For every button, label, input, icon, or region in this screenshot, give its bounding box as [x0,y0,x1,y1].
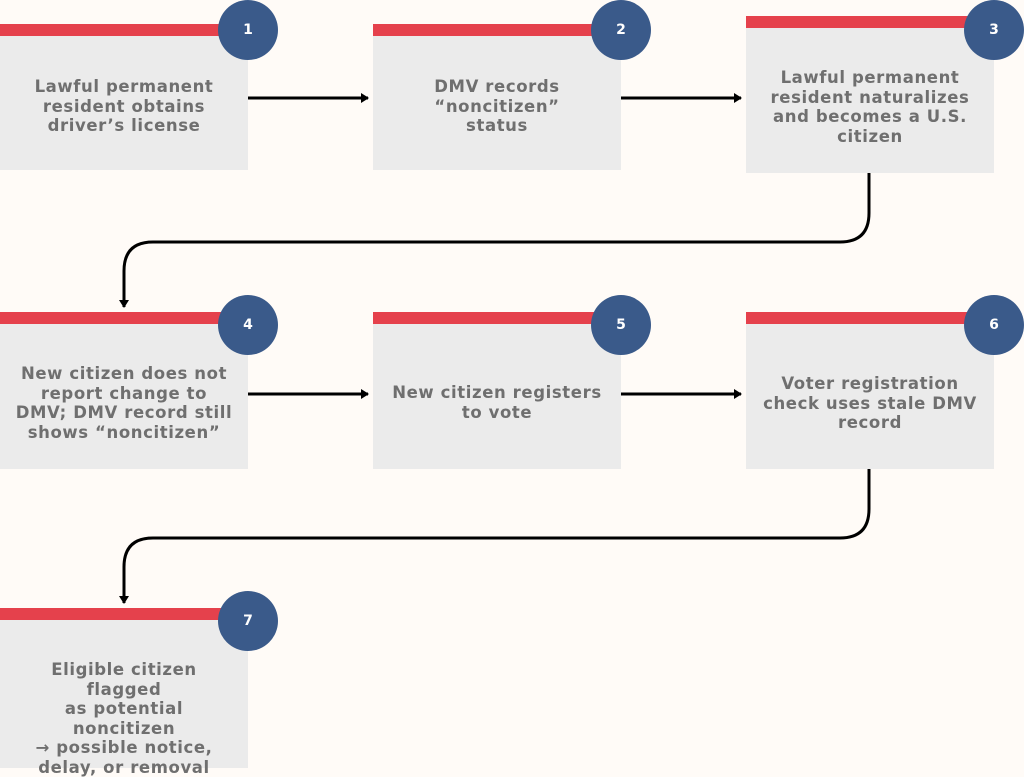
step-card-2: DMV records “noncitizen” status [373,24,621,170]
step-number-badge: 5 [591,295,651,355]
step-text: Voter registration check uses stale DMV … [763,374,977,432]
step-text: New citizen registers to vote [392,383,602,422]
step-card-4: New citizen does not report change to DM… [0,312,248,469]
step-number-badge: 7 [218,591,278,651]
step-card-7: Eligible citizen flagged as potential no… [0,608,248,777]
step-number-badge: 3 [964,0,1024,60]
step-text: Lawful permanent resident naturalizes an… [770,68,970,146]
arrow-6-to-7 [119,469,871,604]
step-text: Eligible citizen flagged as potential no… [35,660,213,777]
step-text: Lawful permanent resident obtains driver… [34,77,214,135]
step-card-3: Lawful permanent resident naturalizes an… [746,16,994,173]
arrow-3-to-4 [119,173,871,308]
step-card-5: New citizen registers to vote [373,312,621,469]
step-number-badge: 4 [218,295,278,355]
step-text: New citizen does not report change to DM… [15,364,233,442]
step-number-badge: 2 [591,0,651,60]
step-card-6: Voter registration check uses stale DMV … [746,312,994,469]
step-number-badge: 1 [218,0,278,60]
step-number-badge: 6 [964,295,1024,355]
step-card-1: Lawful permanent resident obtains driver… [0,24,248,170]
step-text: DMV records “noncitizen” status [434,77,560,135]
